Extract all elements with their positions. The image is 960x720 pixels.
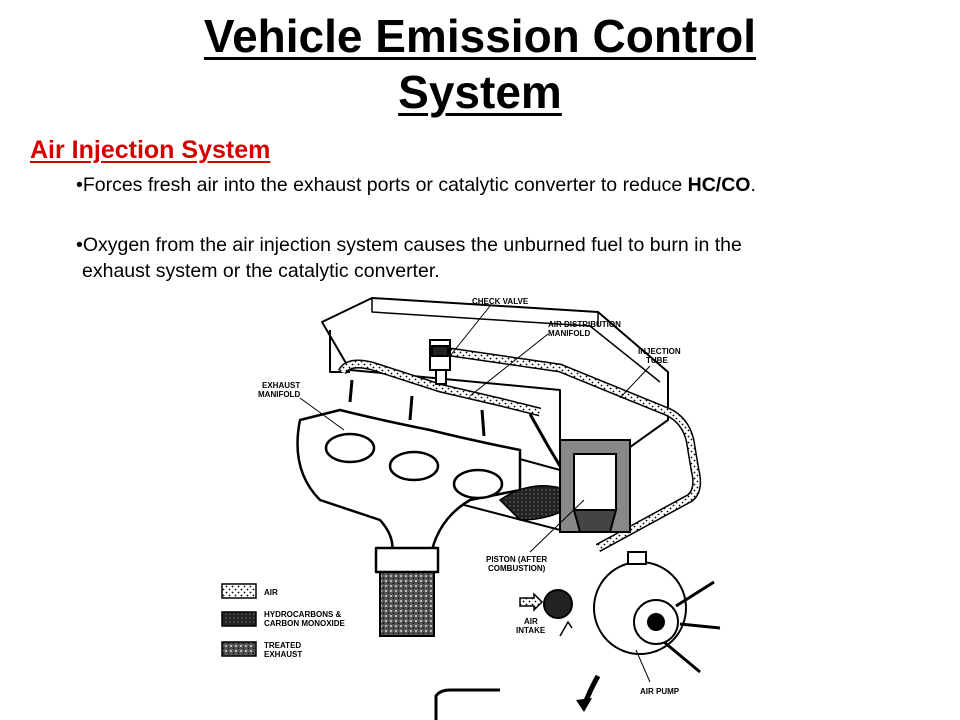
bullet-marker: • [76,174,83,196]
air-intake-label-2: INTAKE [516,626,546,635]
exhaust-manifold-label-1: EXHAUST [262,381,300,390]
check-valve-label: CHECK VALVE [472,297,529,306]
legend-swatch-treated [221,641,257,657]
bullet-2-line-1: Oxygen from the air injection system cau… [82,234,742,256]
title-line-2: System [398,66,562,118]
injection-tube-label-2: TUBE [646,356,668,365]
bullet-2: •Oxygen from the air injection system ca… [76,232,936,284]
check-valve [429,339,451,385]
legend-swatch-hc [221,611,257,627]
piston-label-2: COMBUSTION) [488,564,546,573]
legend-label-hc-2: CARBON MONOXIDE [264,619,346,628]
title-line-1: Vehicle Emission Control [203,10,757,62]
air-pump-label: AIR PUMP [640,687,680,696]
exhaust-manifold-label-2: MANIFOLD [258,390,300,399]
bullet-1-emphasis: HC/CO [687,174,751,196]
air-pump [543,551,721,674]
air-distribution-label-2: MANIFOLD [548,329,590,338]
air-injection-diagram: CHECK VALVE AIR DISTRIBUTION MANIFOLD IN… [221,297,721,720]
injection-branch-tubes [348,379,562,467]
callout-leaders [299,305,651,683]
piston-cutaway [559,439,631,533]
legend-label-hc-1: HYDROCARBONS & [264,610,342,619]
air-intake-arrow [519,592,573,637]
air-intake-label-1: AIR [524,617,538,626]
bullet-1-text: Forces fresh air into the exhaust ports … [82,174,688,196]
exhaust-pipe [379,571,435,637]
air-distribution-label-1: AIR DISTRIBUTION [548,320,621,329]
bottom-bracket [434,688,500,720]
section-heading: Air Injection System [30,136,271,164]
injection-tube-label-1: INJECTION [638,347,681,356]
legend-label-treated-2: EXHAUST [264,650,302,659]
legend-label-treated-1: TREATED [264,641,301,650]
piston-label-1: PISTON (AFTER [486,555,547,564]
legend: AIR HYDROCARBONS & CARBON MONOXIDE TREAT… [221,583,346,659]
bullet-2-line-2: exhaust system or the catalytic converte… [82,260,440,282]
slide-title: Vehicle Emission Control System [0,8,960,120]
legend-swatch-air [221,583,257,599]
legend-label-air: AIR [264,588,278,597]
bullet-1-end: . [750,174,756,196]
exhaust-manifold [296,408,522,574]
valve-cover [321,297,669,471]
bullet-marker: • [76,234,83,256]
bullet-1: •Forces fresh air into the exhaust ports… [76,172,936,198]
